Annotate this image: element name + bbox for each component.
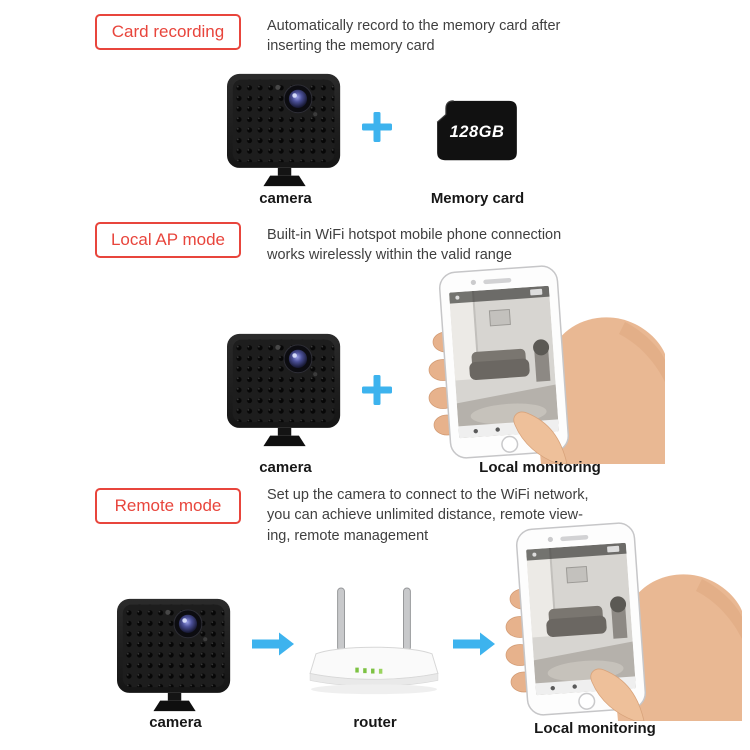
mode-badge-remote: Remote mode bbox=[95, 488, 241, 524]
arrow-right-icon bbox=[252, 632, 294, 656]
desc-line: works wirelessly within the valid range bbox=[267, 247, 512, 264]
phone-monitoring-image bbox=[492, 519, 742, 721]
desc-line: inserting the memory card bbox=[267, 38, 435, 55]
camera-image bbox=[226, 333, 341, 447]
caption-camera: camera bbox=[259, 459, 312, 476]
mode-desc-remote: Set up the camera to connect to the WiFi… bbox=[267, 485, 697, 546]
caption-router: router bbox=[353, 714, 397, 731]
phone-monitoring-image bbox=[415, 262, 665, 464]
camera-image bbox=[116, 598, 231, 712]
plus-icon bbox=[362, 112, 392, 142]
caption-camera: camera bbox=[259, 190, 312, 207]
camera-image bbox=[226, 73, 341, 187]
caption-memory-card: Memory card bbox=[430, 190, 525, 207]
memory-card-label: 128GB bbox=[450, 122, 505, 141]
plus-icon bbox=[362, 375, 392, 405]
mode-desc-local-ap: Built-in WiFi hotspot mobile phone conne… bbox=[267, 225, 687, 266]
desc-line: Set up the camera to connect to the WiFi… bbox=[267, 487, 589, 503]
desc-line: Built-in WiFi hotspot mobile phone conne… bbox=[267, 227, 562, 243]
memory-card-image: 128GB bbox=[436, 100, 517, 161]
caption-camera: camera bbox=[149, 714, 202, 731]
caption-local-monitoring: Local monitoring bbox=[534, 720, 656, 737]
desc-line: ing, remote management bbox=[267, 527, 429, 544]
caption-local-monitoring: Local monitoring bbox=[479, 459, 601, 476]
mode-desc-card-recording: Automatically record to the memory card … bbox=[267, 16, 687, 57]
desc-line: you can achieve unlimited distance, remo… bbox=[267, 507, 583, 524]
desc-line: Automatically record to the memory card … bbox=[267, 18, 561, 34]
mode-badge-local-ap: Local AP mode bbox=[95, 222, 241, 258]
arrow-right-icon bbox=[453, 632, 495, 656]
mode-badge-card-recording: Card recording bbox=[95, 14, 241, 50]
router-image bbox=[309, 587, 439, 695]
